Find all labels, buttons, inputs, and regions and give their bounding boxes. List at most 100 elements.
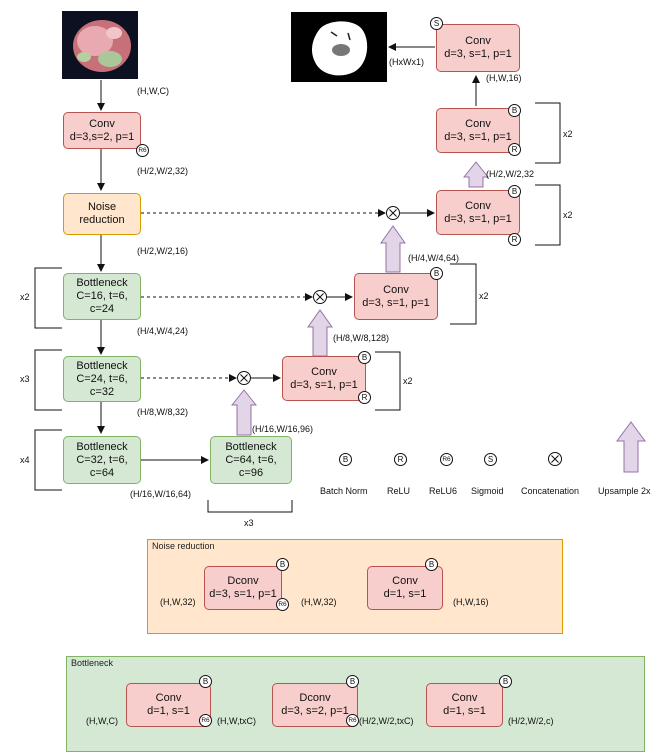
batch-norm-badge: B <box>346 675 359 688</box>
bracket-conv-c <box>535 102 561 164</box>
box-line: reduction <box>79 214 125 226</box>
bottleneck-3-box: Bottleneck C=32, t=6, c=64 <box>63 436 141 484</box>
bracket-bn3 <box>34 429 62 491</box>
decoder-conv-e-box: Conv d=3, s=1, p=1 <box>436 24 520 72</box>
legend-batch-norm-icon: B <box>339 453 352 466</box>
concat-node <box>386 206 400 220</box>
legend-relu-icon: R <box>394 453 407 466</box>
bottleneck-2-box: Bottleneck C=24, t=6, c=32 <box>63 356 141 402</box>
repeat-label: x3 <box>20 374 30 384</box>
dim-label: (H/16,W/16,96) <box>252 424 314 434</box>
dim-label: (H/2,W/2,txC) <box>359 716 414 726</box>
box-line: C=16, t=6, <box>76 290 128 302</box>
legend-label: Sigmoid <box>471 486 504 496</box>
box-line: c=24 <box>89 303 115 315</box>
dim-label: (H,W,C) <box>137 86 169 96</box>
panel-title: Noise reduction <box>152 541 215 551</box>
box-line: d=3, s=1, p=1 <box>362 296 430 309</box>
box-line: Conv <box>392 575 418 587</box>
legend-sigmoid-icon: S <box>484 453 497 466</box>
legend-label: Concatenation <box>521 486 580 496</box>
dim-label: (H/8,W/8,32) <box>137 407 189 417</box>
box-line: Dconv <box>299 692 331 704</box>
legend-label: Upsample 2x <box>598 486 651 496</box>
output-mask-image <box>291 12 387 82</box>
repeat-label: x3 <box>244 518 254 528</box>
dim-label: (H,W,16) <box>486 73 522 83</box>
box-line: Conv <box>311 365 337 378</box>
box-line: d=1, s=1 <box>383 588 427 600</box>
box-line: d=1, s=1 <box>147 705 190 717</box>
box-line: Bottleneck <box>76 277 128 289</box>
batch-norm-badge: B <box>499 675 512 688</box>
batch-norm-badge: B <box>276 558 289 571</box>
mask-shape <box>291 12 387 82</box>
repeat-label: x2 <box>20 292 30 302</box>
conv-stride2-box: Conv d=3,s=2, p=1 <box>63 112 141 149</box>
decoder-conv-d-box: Conv d=3, s=1, p=1 <box>436 190 520 235</box>
dim-label: (H,W,txC) <box>217 716 256 726</box>
box-line: Noise <box>87 201 117 213</box>
box-line: d=3, s=1, p=1 <box>444 130 512 143</box>
box-line: c=64 <box>89 466 115 479</box>
box-line: Conv <box>465 35 491 47</box>
dim-label: (H/16,W/16,64) <box>130 489 192 499</box>
np-conv-box: Conv d=1, s=1 <box>367 566 443 610</box>
batch-norm-badge: B <box>199 675 212 688</box>
concat-node <box>313 290 327 304</box>
repeat-label: x4 <box>20 455 30 465</box>
bracket-conv-a <box>375 351 401 411</box>
repeat-label: x2 <box>479 291 489 301</box>
box-line: c=32 <box>89 385 115 398</box>
box-line: d=3, s=2, p=1 <box>281 705 349 717</box>
box-line: d=1, s=1 <box>443 705 486 717</box>
box-line: Conv <box>465 199 491 212</box>
bracket-bn4 <box>207 500 293 513</box>
input-image <box>62 11 138 79</box>
np-dconv-box: Dconv d=3, s=1, p=1 <box>204 566 282 610</box>
upsample-arrow <box>380 225 406 273</box>
repeat-label: x2 <box>563 210 573 220</box>
box-line: d=3, s=1, p=1 <box>444 212 512 225</box>
box-line: Bottleneck <box>76 359 128 372</box>
upsample-arrow <box>307 309 333 357</box>
box-line: Conv <box>155 692 182 704</box>
dim-label: (H,W,C) <box>86 716 118 726</box>
box-line: d=3, s=1, p=1 <box>209 588 277 600</box>
dim-label: (HxWx1) <box>389 57 424 67</box>
legend-label: ReLU6 <box>429 486 458 496</box>
box-line: Dconv <box>227 575 259 587</box>
panel-title: Bottleneck <box>71 658 114 668</box>
relu6-badge: R6 <box>276 598 289 611</box>
box-line: Conv <box>89 117 115 130</box>
relu6-badge: R6 <box>199 714 212 727</box>
box-line: C=32, t=6, <box>76 453 128 466</box>
legend-relu6-icon: R6 <box>440 453 453 466</box>
batch-norm-badge: B <box>508 104 521 117</box>
box-line: C=24, t=6, <box>76 372 128 385</box>
box-line: Bottleneck <box>76 440 128 453</box>
upsample-arrow <box>462 161 490 188</box>
dim-label: (H/2,W/2,32) <box>137 166 189 176</box>
relu-badge: R <box>508 143 521 156</box>
legend-label: ReLU <box>387 486 411 496</box>
dim-label: (H/4,W/4,24) <box>137 326 189 336</box>
box-line: Conv <box>451 692 478 704</box>
upsample-legend-arrow <box>616 421 646 473</box>
decoder-conv-b-box: Conv d=3, s=1, p=1 <box>354 273 438 320</box>
box-line: d=3, s=1, p=1 <box>290 378 358 391</box>
bp-conv2-box: Conv d=1, s=1 <box>426 683 503 727</box>
bottleneck-1-box: Bottleneck C=16, t=6, c=24 <box>63 273 141 320</box>
relu-badge: R <box>508 233 521 246</box>
bracket-bn2 <box>34 349 62 411</box>
bracket-conv-b <box>450 263 477 325</box>
decoder-conv-c-box: Conv d=3, s=1, p=1 <box>436 108 520 153</box>
decoder-conv-a-box: Conv d=3, s=1, p=1 <box>282 356 366 401</box>
dim-label: (H,W,32) <box>160 597 196 607</box>
dim-label: (H/2,W/2,16) <box>137 246 189 256</box>
box-line: Conv <box>383 283 409 296</box>
dim-label: (H/2,W/2,c) <box>508 716 554 726</box>
batch-norm-badge: B <box>430 267 443 280</box>
bp-dconv-box: Dconv d=3, s=2, p=1 <box>272 683 358 727</box>
legend-label: Batch Norm <box>320 486 368 496</box>
